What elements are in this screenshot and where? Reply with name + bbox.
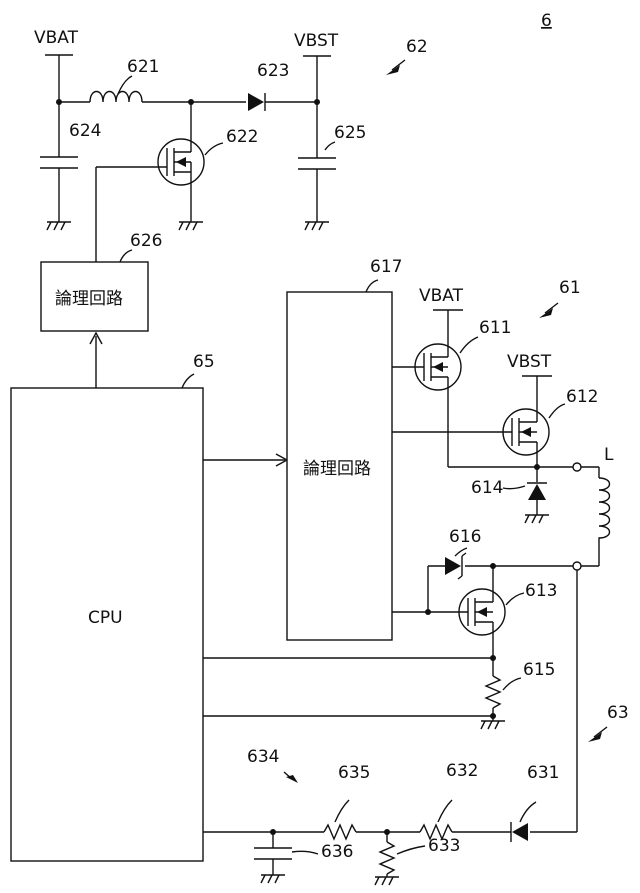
ref-632: 632: [446, 761, 478, 781]
vbst-top-label: VBST: [294, 31, 339, 51]
resistor-635: [324, 825, 356, 839]
ground-symbol: [261, 875, 285, 883]
ref-624: 624: [69, 121, 101, 141]
terminal: [573, 463, 581, 471]
ground-symbol: [375, 877, 399, 885]
resistor-615: [486, 676, 500, 708]
logic-circuit-617-label: 論理回路: [303, 459, 371, 479]
terminal: [573, 562, 581, 570]
ref-631: 631: [527, 763, 559, 783]
booster-circuit-62: VBAT VBST: [34, 28, 428, 262]
ref-61: 61: [559, 278, 581, 298]
drive-circuit-61: 61 VBAT 611 VBST 612: [203, 278, 614, 729]
ref-62: 62: [406, 37, 428, 57]
ref-614: 614: [471, 478, 503, 498]
ref-625: 625: [334, 123, 366, 143]
vbat-right-label: VBAT: [419, 286, 464, 306]
vbst-right-label: VBST: [507, 352, 552, 372]
ref-63: 63: [607, 703, 629, 723]
ref-613: 613: [525, 581, 557, 601]
ref-612: 612: [566, 387, 598, 407]
ref-623: 623: [257, 61, 289, 81]
ref-621: 621: [127, 57, 159, 77]
ref-626: 626: [130, 231, 162, 251]
ref-634: 634: [247, 747, 279, 767]
ground-symbol: [47, 222, 71, 230]
ground-symbol: [481, 721, 505, 729]
ref-65: 65: [193, 352, 215, 372]
logic-circuit-626-label: 論理回路: [55, 289, 123, 309]
resistor-633: [380, 842, 394, 874]
ref-611: 611: [479, 318, 511, 338]
cpu-label: CPU: [88, 608, 123, 628]
detection-circuit-63: 63 631 632 633 635: [203, 570, 629, 885]
inductor-l: [599, 478, 610, 566]
ground-symbol: [305, 222, 329, 230]
ground-symbol: [179, 222, 203, 230]
vbat-top-label: VBAT: [34, 28, 79, 48]
ref-622: 622: [226, 127, 258, 147]
ref-615: 615: [523, 660, 555, 680]
ground-symbol: [525, 515, 549, 523]
ref-633: 633: [428, 836, 460, 856]
diode-623: [248, 93, 264, 111]
ref-616: 616: [449, 527, 481, 547]
inductor-l-label: L: [604, 445, 614, 465]
inductor-621: [90, 92, 142, 103]
figure-number: 6: [541, 11, 552, 31]
ref-635: 635: [338, 763, 370, 783]
ref-636: 636: [321, 842, 353, 862]
ref-617: 617: [370, 257, 402, 277]
